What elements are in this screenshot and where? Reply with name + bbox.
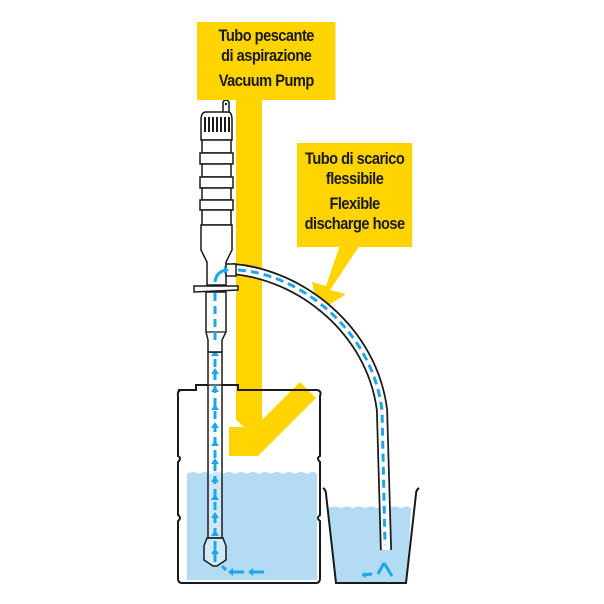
hose-label-pointer-arrow bbox=[312, 245, 360, 312]
pump-label-italian-line1: Tubo pescante bbox=[218, 26, 315, 45]
pump-label-pointer-arrow bbox=[229, 98, 316, 456]
intake-flow-arrows bbox=[220, 564, 264, 576]
receiving-container bbox=[322, 487, 420, 584]
hose-label-italian-line1: Tubo di scarico bbox=[305, 149, 405, 168]
vacuum-pump-label: Tubo pescante di aspirazione Vacuum Pump bbox=[197, 22, 336, 100]
flexible-discharge-hose bbox=[231, 263, 394, 578]
source-drum bbox=[176, 384, 322, 584]
discharge-hose-label: Tubo di scarico flessibile Flexible disc… bbox=[297, 143, 413, 247]
pump-label-english: Vacuum Pump bbox=[218, 71, 315, 90]
hose-label-english-line1: Flexible bbox=[329, 194, 380, 213]
vacuum-pump bbox=[193, 99, 239, 353]
hose-label-english-line2: discharge hose bbox=[304, 214, 406, 233]
hose-label-italian-line2: flessibile bbox=[325, 169, 384, 188]
pump-label-italian-line2: di aspirazione bbox=[221, 46, 312, 65]
